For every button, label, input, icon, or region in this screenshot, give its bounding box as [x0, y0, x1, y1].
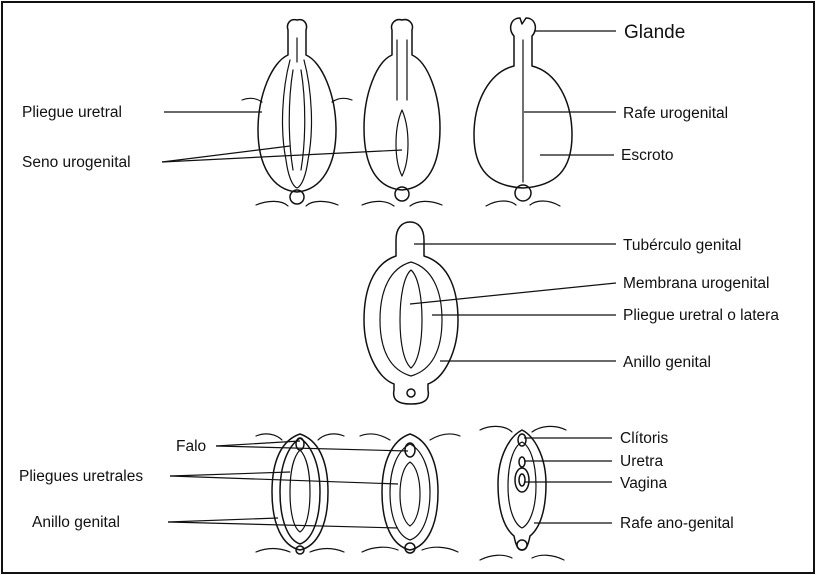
label-vagina: Vagina: [620, 475, 667, 492]
label-glande: Glande: [624, 22, 685, 43]
label-clitoris: Clítoris: [620, 430, 668, 447]
label-rafe-ano-genital: Rafe ano-genital: [620, 515, 734, 532]
label-anillo-genital-middle: Anillo genital: [623, 354, 711, 371]
label-rafe-urogenital: Rafe urogenital: [623, 105, 728, 122]
label-tuberculo-genital: Tubérculo genital: [623, 237, 741, 254]
label-pliegue-uretral: Pliegue uretral: [22, 104, 122, 121]
label-uretra: Uretra: [620, 453, 663, 470]
label-falo: Falo: [176, 438, 206, 455]
label-escroto: Escroto: [621, 147, 674, 164]
label-anillo-genital-bottom: Anillo genital: [32, 514, 120, 531]
label-membrana-urogenital: Membrana urogenital: [623, 275, 769, 292]
label-seno-urogenital: Seno urogenital: [22, 154, 131, 171]
label-pliegues-uretrales: Pliegues uretrales: [19, 468, 143, 485]
label-pliegue-uretral-lateral: Pliegue uretral o latera: [623, 307, 779, 324]
